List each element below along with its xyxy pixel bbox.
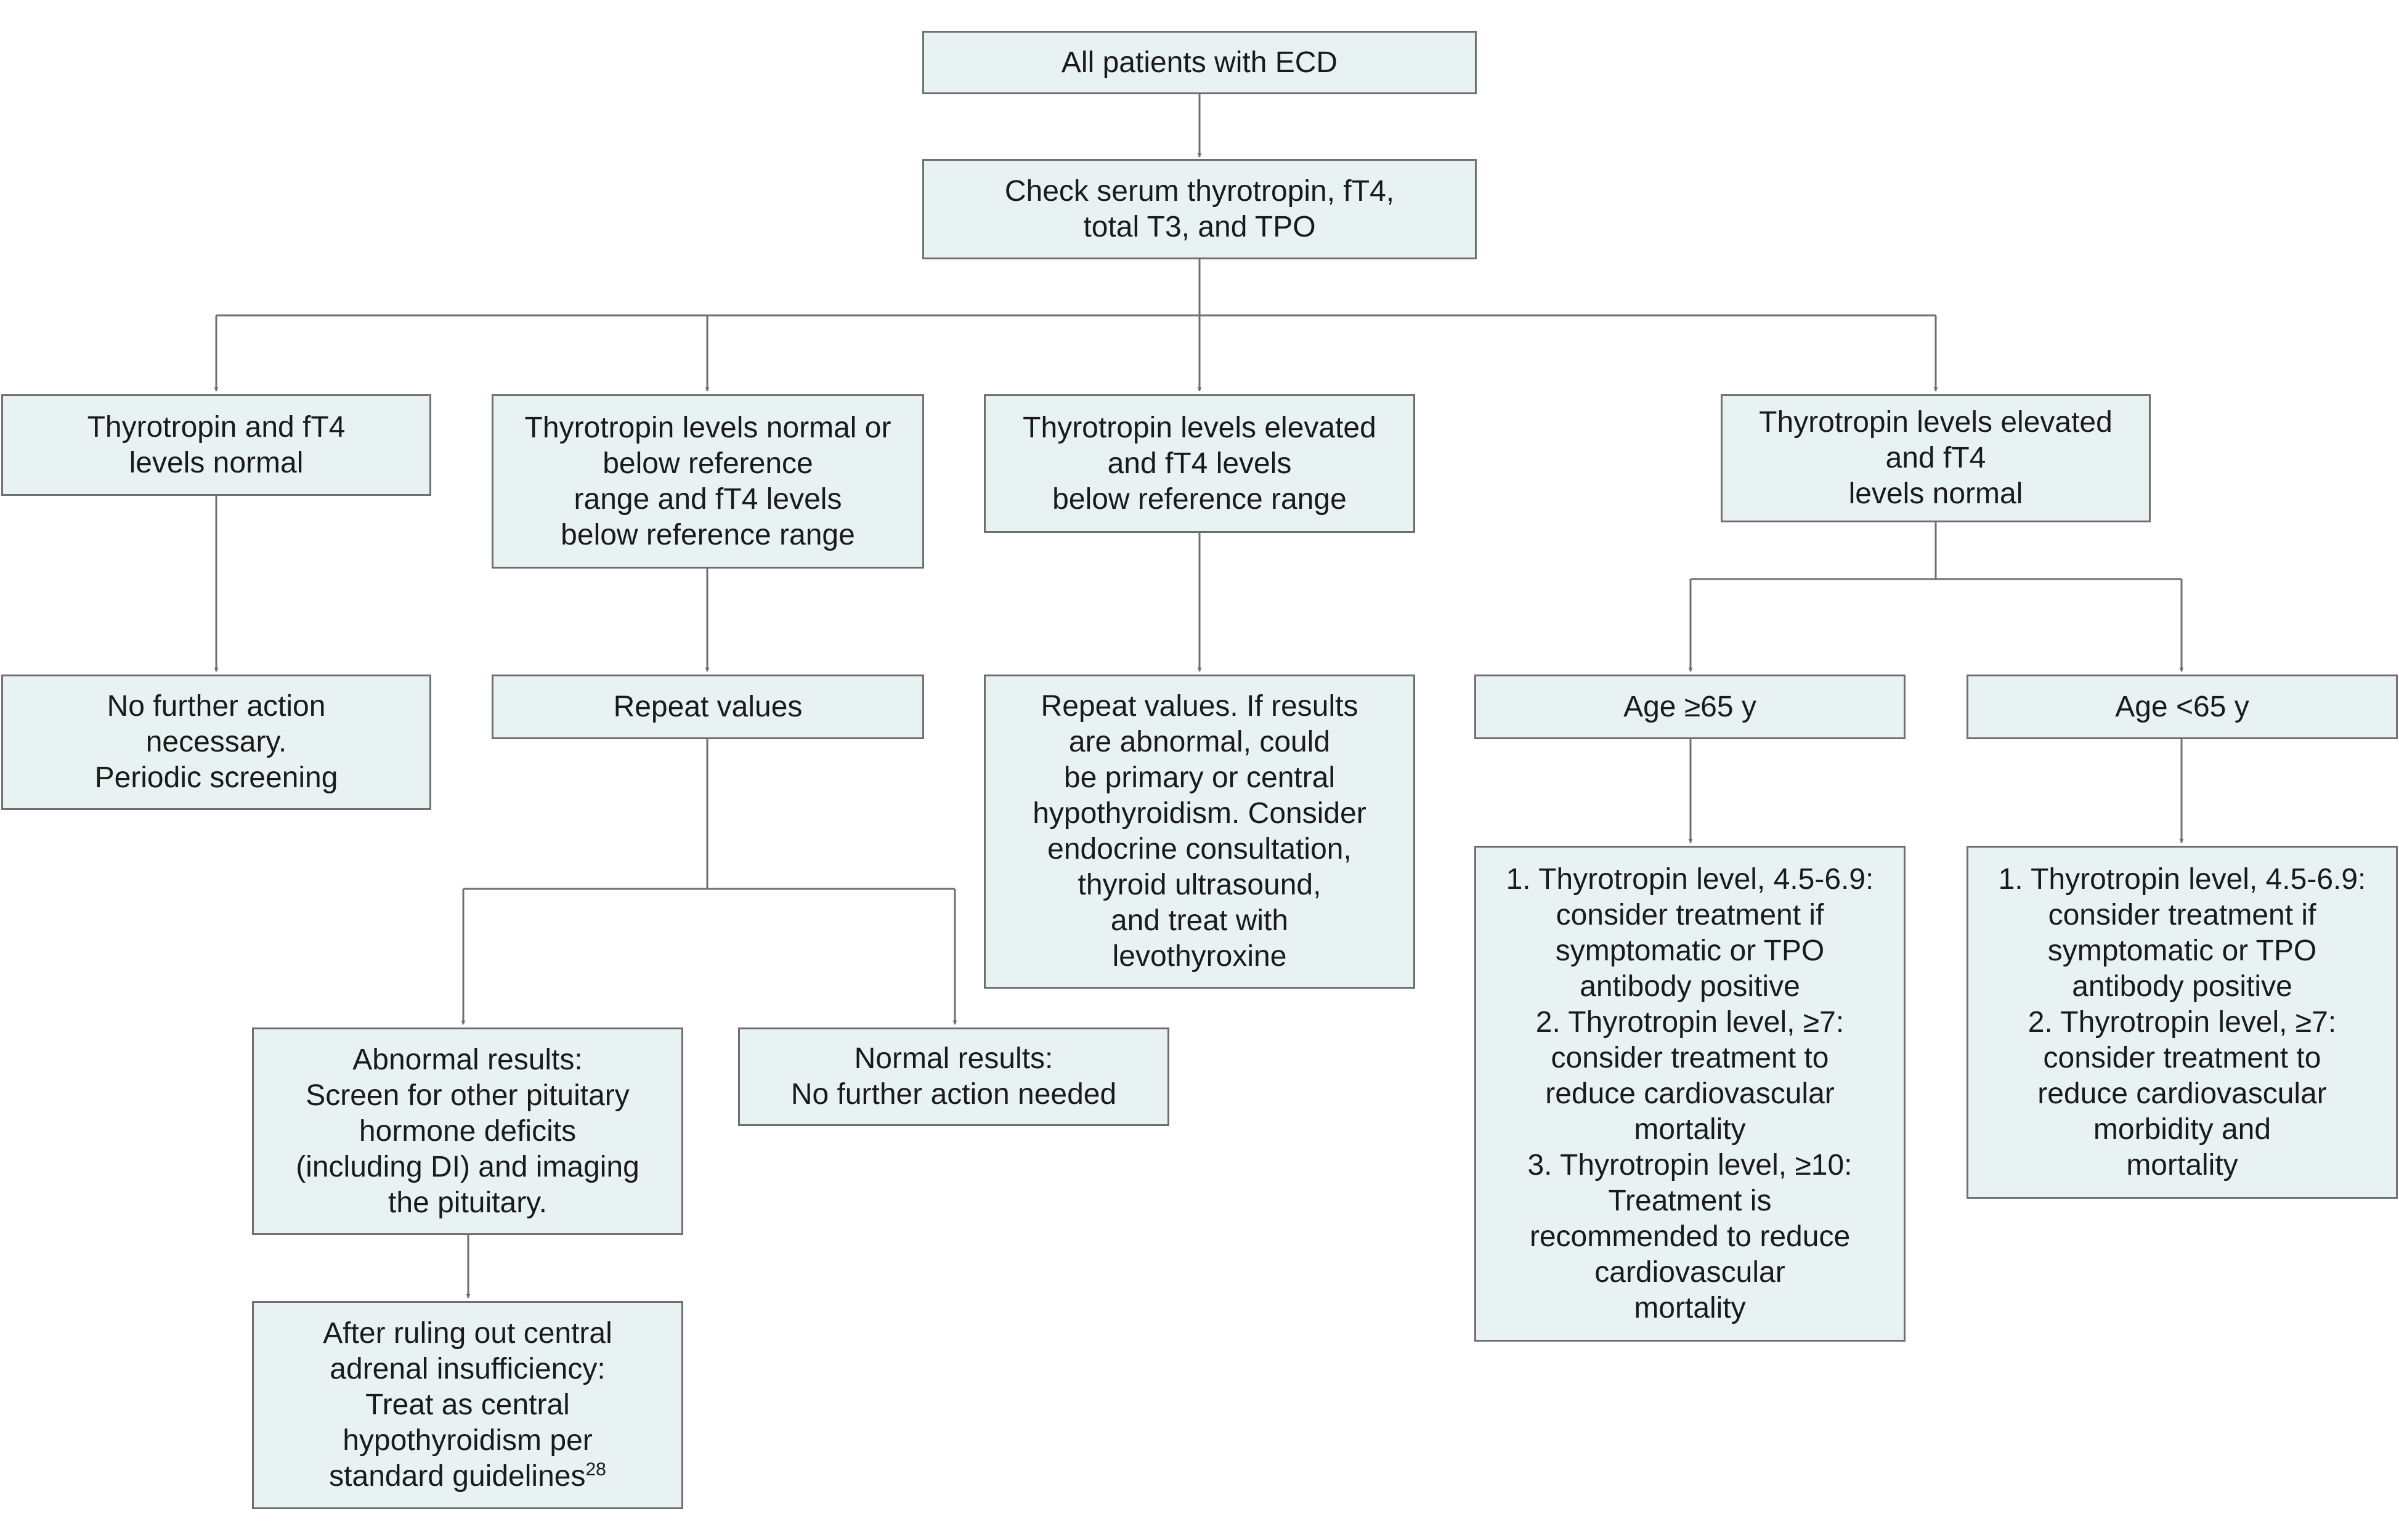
node-text: All patients with ECD <box>1061 45 1338 81</box>
node-text-line: mortality <box>1634 1112 1746 1146</box>
node-text-line: Treatment is <box>1608 1184 1772 1217</box>
node-text-line: Periodic screening <box>94 761 338 794</box>
node-text: Normal results:No further action needed <box>791 1041 1116 1112</box>
node-text-line: consider treatment to <box>1551 1041 1829 1074</box>
node-text-line: below reference <box>603 447 813 480</box>
node-check-serum: Check serum thyrotropin, fT4,total T3, a… <box>922 159 1477 259</box>
node-age-65-plus: Age ≥65 y <box>1474 675 1906 739</box>
node-text: Check serum thyrotropin, fT4,total T3, a… <box>1005 174 1394 245</box>
node-text-line: Repeat values <box>613 690 803 723</box>
node-text-line: symptomatic or TPO <box>1555 934 1825 967</box>
node-text-line: reduce cardiovascular <box>2037 1077 2327 1110</box>
node-text-line: below reference range <box>561 518 855 551</box>
node-text-line: hypothyroidism per <box>343 1424 593 1457</box>
node-text: 1. Thyrotropin level, 4.5-6.9:consider t… <box>1999 862 2366 1183</box>
node-text-line: (including DI) and imaging <box>296 1150 639 1183</box>
node-text-line: consider treatment to <box>2043 1041 2321 1074</box>
node-text-line: reduce cardiovascular <box>1545 1077 1835 1110</box>
node-text-line: adrenal insufficiency: <box>330 1353 606 1385</box>
node-text-line: 2. Thyrotropin level, ≥7: <box>2028 1005 2337 1039</box>
node-text-line: below reference range <box>1052 482 1347 516</box>
node-text-line: mortality <box>1634 1291 1746 1324</box>
node-text-line: After ruling out central <box>323 1317 612 1350</box>
node-text-line: Screen for other pituitary <box>306 1079 630 1112</box>
node-text-line: hypothyroidism. Consider <box>1033 797 1366 830</box>
node-text-line: be primary or central <box>1063 761 1336 794</box>
node-text-line: antibody positive <box>1580 970 1800 1003</box>
node-text-line: are abnormal, could <box>1068 726 1331 758</box>
node-text-line: mortality <box>2126 1148 2238 1181</box>
node-text: Abnormal results:Screen for other pituit… <box>296 1042 639 1221</box>
node-text-line: No further action <box>107 690 326 723</box>
node-text-line: Treat as central <box>365 1388 570 1421</box>
node-text-line: Check serum thyrotropin, fT4, <box>1004 174 1395 208</box>
node-text-line: Thyrotropin levels elevated <box>1759 406 2113 439</box>
node-text-line: Thyrotropin levels normal or <box>524 411 891 444</box>
reference-superscript: 28 <box>585 1459 606 1480</box>
node-text-line: standard guidelines28 <box>329 1459 606 1493</box>
node-abnormal-results: Abnormal results:Screen for other pituit… <box>252 1027 683 1235</box>
node-text-line: hormone deficits <box>359 1114 577 1148</box>
node-text-line: levothyroxine <box>1112 940 1287 973</box>
node-text-line: recommended to reduce <box>1529 1220 1851 1253</box>
node-text-line: levels normal <box>1848 477 2023 510</box>
node-text-line: 1. Thyrotropin level, 4.5-6.9: <box>1506 862 1874 896</box>
node-text-line: range and fT4 levels <box>574 482 842 516</box>
node-text: Age ≥65 y <box>1623 689 1756 725</box>
node-text-line: Abnormal results: <box>352 1043 583 1076</box>
node-text-line: cardiovascular <box>1594 1255 1785 1289</box>
node-text-line: Age <65 y <box>2115 690 2249 723</box>
node-text-line: morbidity and <box>2093 1112 2271 1146</box>
node-text: Age <65 y <box>2115 689 2249 725</box>
node-text-line: No further action needed <box>790 1078 1117 1111</box>
node-text-line: and fT4 levels <box>1107 447 1292 480</box>
node-text-line: endocrine consultation, <box>1047 833 1352 865</box>
node-text-line: 1. Thyrotropin level, 4.5-6.9: <box>1998 862 2366 896</box>
node-text-line: Thyrotropin levels elevated <box>1023 411 1376 444</box>
node-text-line: thyroid ultrasound, <box>1078 869 1321 901</box>
node-normal-results: Normal results:No further action needed <box>738 1027 1169 1126</box>
node-repeat-values: Repeat values <box>492 675 924 739</box>
node-text-line: and treat with <box>1110 904 1289 937</box>
node-text-line: total T3, and TPO <box>1083 210 1316 243</box>
node-text-line: 3. Thyrotropin level, ≥10: <box>1527 1148 1853 1181</box>
node-text-line: Normal results: <box>854 1042 1053 1075</box>
node-under65-plan: 1. Thyrotropin level, 4.5-6.9:consider t… <box>1967 846 2398 1199</box>
node-text: Repeat values <box>614 689 803 725</box>
node-text-line: consider treatment if <box>1556 898 1824 931</box>
node-text-line: symptomatic or TPO <box>2047 934 2317 967</box>
node-text-line: the pituitary. <box>388 1186 547 1219</box>
node-age-under-65: Age <65 y <box>1967 675 2398 739</box>
node-text-line: 2. Thyrotropin level, ≥7: <box>1535 1005 1845 1039</box>
node-all-patients: All patients with ECD <box>922 31 1477 94</box>
node-text-line: levels normal <box>129 446 304 479</box>
node-text-line: Repeat values. If results <box>1041 690 1358 723</box>
node-text-line: necessary. <box>145 726 287 758</box>
node-text-line: antibody positive <box>2072 970 2292 1003</box>
node-text-line: Thyrotropin and fT4 <box>87 410 346 444</box>
node-text-line: and fT4 <box>1885 442 1986 474</box>
node-age65-plan: 1. Thyrotropin level, 4.5-6.9:consider t… <box>1474 846 1906 1342</box>
node-text-line: consider treatment if <box>2048 898 2316 931</box>
node-text-line: Age ≥65 y <box>1623 690 1756 723</box>
node-text: 1. Thyrotropin level, 4.5-6.9:consider t… <box>1506 862 1874 1326</box>
node-text-line: All patients with ECD <box>1061 46 1338 79</box>
